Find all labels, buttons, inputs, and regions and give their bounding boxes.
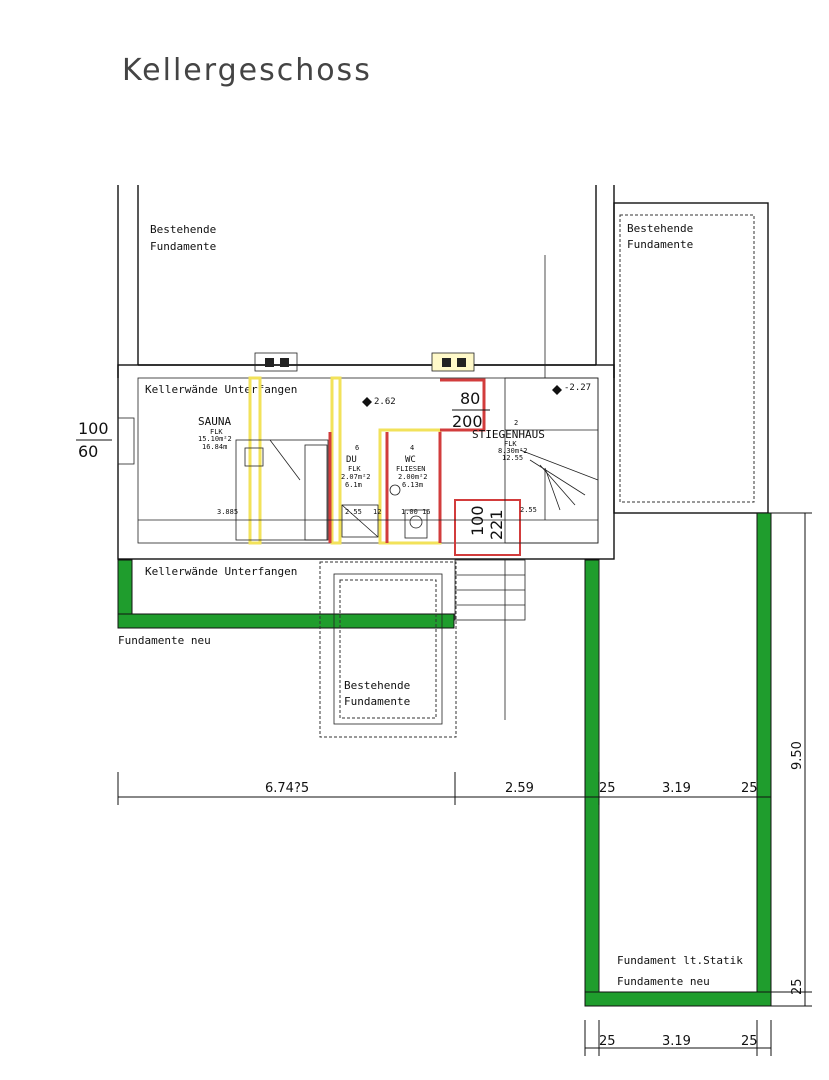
door-symbol-1 bbox=[117, 417, 135, 465]
window-symbols bbox=[254, 352, 475, 372]
new-foundation-left bbox=[117, 559, 455, 629]
wc-floor: FLIESEN bbox=[396, 465, 426, 473]
du-floor: FLK bbox=[348, 465, 361, 473]
dimension-line-bottom bbox=[584, 1020, 772, 1056]
existing-foundation-label-1b: Fundamente bbox=[150, 240, 216, 253]
existing-foundation-label-1a: Bestehende bbox=[150, 223, 216, 236]
new-foundation-right bbox=[584, 512, 772, 1007]
level-label-2: -2.27 bbox=[564, 383, 591, 393]
wc-perimeter: 6.13m bbox=[402, 481, 423, 489]
dim-label-10: 25 bbox=[790, 978, 805, 995]
misc-label-2: 2.55 bbox=[345, 508, 362, 516]
misc-label-mark: 12 bbox=[373, 508, 381, 516]
du-mark: 6 bbox=[355, 444, 359, 452]
dim-label-4: 3.19 bbox=[662, 781, 691, 796]
sauna-room bbox=[235, 439, 329, 541]
misc-label-3: 1.00 16 bbox=[401, 508, 431, 516]
underpin-label-1: Kellerwände Unterfangen bbox=[145, 383, 297, 396]
dim-label-5: 25 bbox=[741, 781, 758, 796]
yellow-marking-du bbox=[330, 376, 342, 545]
existing-foundation-label-3b: Fundamente bbox=[344, 695, 410, 708]
door-label-1-width: 100 bbox=[78, 419, 109, 438]
door-label-1-height: 60 bbox=[78, 442, 98, 461]
dim-label-8: 3.19 bbox=[662, 1034, 691, 1049]
sauna-perimeter: 16.84m bbox=[202, 443, 227, 451]
level-label-1: 2.62 bbox=[374, 397, 396, 407]
dim-label-1: 6.74?5 bbox=[265, 781, 309, 796]
staircase bbox=[454, 255, 599, 720]
sauna-floor: FLK bbox=[210, 428, 223, 436]
stair-area: 8.30m²2 bbox=[498, 447, 528, 455]
misc-label-4: 2.55 bbox=[520, 506, 537, 514]
existing-foundation-middle bbox=[319, 561, 457, 738]
plan-title: Kellergeschoss bbox=[122, 53, 372, 88]
new-walls-red bbox=[328, 378, 521, 556]
stair-mark: 2 bbox=[514, 419, 518, 427]
du-area: 2.07m²2 bbox=[341, 473, 371, 481]
existing-foundation-top-left bbox=[117, 185, 615, 378]
door-label-2-height: 200 bbox=[452, 412, 483, 431]
sauna-area: 15.10m²2 bbox=[198, 435, 232, 443]
stair-perimeter: 12.55 bbox=[502, 454, 523, 462]
existing-foundation-label-3a: Bestehende bbox=[344, 679, 410, 692]
door-label-2-width: 80 bbox=[460, 389, 480, 408]
dimension-line-vertical bbox=[771, 512, 812, 1007]
dim-label-6: 9.50 bbox=[790, 741, 805, 770]
underpin-label-2: Kellerwände Unterfangen bbox=[145, 565, 297, 578]
sauna-label: SAUNA bbox=[198, 415, 231, 428]
misc-label-1: 3.885 bbox=[217, 508, 238, 516]
yellow-marking-left bbox=[248, 376, 262, 545]
level-marker-1 bbox=[362, 397, 372, 407]
du-perimeter: 6.1m bbox=[345, 481, 362, 489]
existing-foundation-top-right bbox=[613, 202, 769, 514]
stair-floor: FLK bbox=[504, 440, 517, 448]
wc-label: WC bbox=[405, 455, 416, 465]
existing-foundation-label-2b: Fundamente bbox=[627, 238, 693, 251]
dim-label-3: 25 bbox=[599, 781, 616, 796]
statik-foundation-label: Fundament lt.Statik bbox=[617, 954, 743, 967]
wc-area: 2.00m²2 bbox=[398, 473, 428, 481]
dim-label-2: 2.59 bbox=[505, 781, 534, 796]
du-label: DU bbox=[346, 455, 357, 465]
door-label-3-height: 221 bbox=[487, 509, 506, 540]
wc-mark: 4 bbox=[410, 444, 414, 452]
dim-label-7: 25 bbox=[599, 1034, 616, 1049]
stairwell-label: STIEGENHAUS bbox=[472, 428, 545, 441]
fixtures bbox=[341, 484, 428, 539]
door-label-3-width: 100 bbox=[468, 505, 487, 536]
dim-label-9: 25 bbox=[741, 1034, 758, 1049]
level-marker-2 bbox=[552, 385, 562, 395]
new-foundation-label-2: Fundamente neu bbox=[617, 975, 710, 988]
new-foundation-label-1: Fundamente neu bbox=[118, 634, 211, 647]
existing-foundation-label-2a: Bestehende bbox=[627, 222, 693, 235]
dimension-line-horizontal bbox=[117, 772, 772, 805]
